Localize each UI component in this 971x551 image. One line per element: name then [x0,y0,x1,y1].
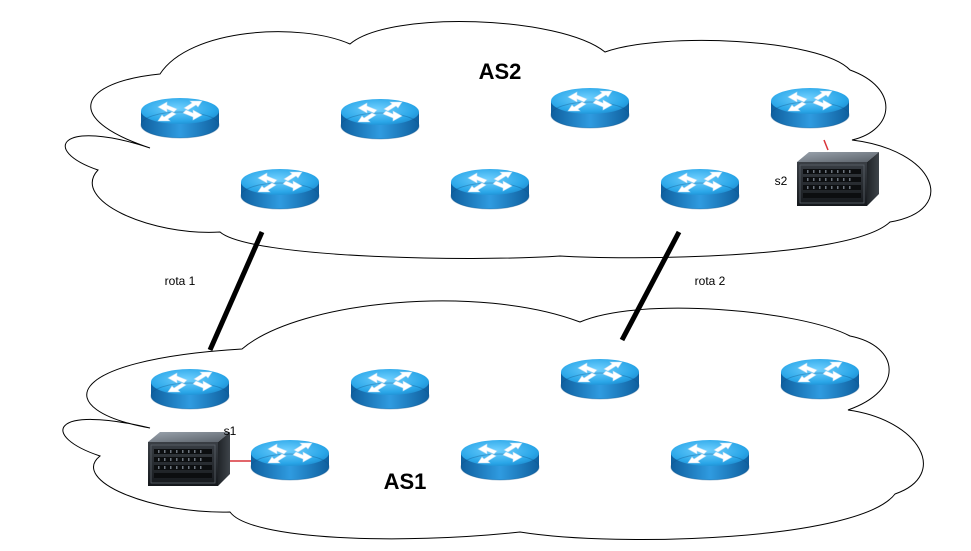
server-s2-label: s2 [775,174,788,188]
router-icon [240,168,320,210]
router-icon [560,358,640,400]
route-1-link [207,230,265,352]
router-icon [670,439,750,481]
router-icon [140,97,220,139]
s2-link [823,139,829,151]
server-icon [796,151,880,207]
router-icon [660,168,740,210]
router-icon [780,358,860,400]
server-icon [147,431,231,487]
as1-label: AS1 [384,469,427,494]
route-2-link [619,230,682,342]
router-icon [150,368,230,410]
route-2-label: rota 2 [695,274,726,288]
router-icon [460,439,540,481]
router-icon [450,168,530,210]
server-s1-label: s1 [224,424,237,438]
router-icon [550,87,630,129]
router-icon [340,98,420,140]
router-icon [350,368,430,410]
as2-cloud [64,21,932,259]
as1-cloud [62,300,924,541]
as2-label: AS2 [479,59,522,84]
router-icon [250,439,330,481]
router-icon [770,87,850,129]
route-1-label: rota 1 [165,274,196,288]
